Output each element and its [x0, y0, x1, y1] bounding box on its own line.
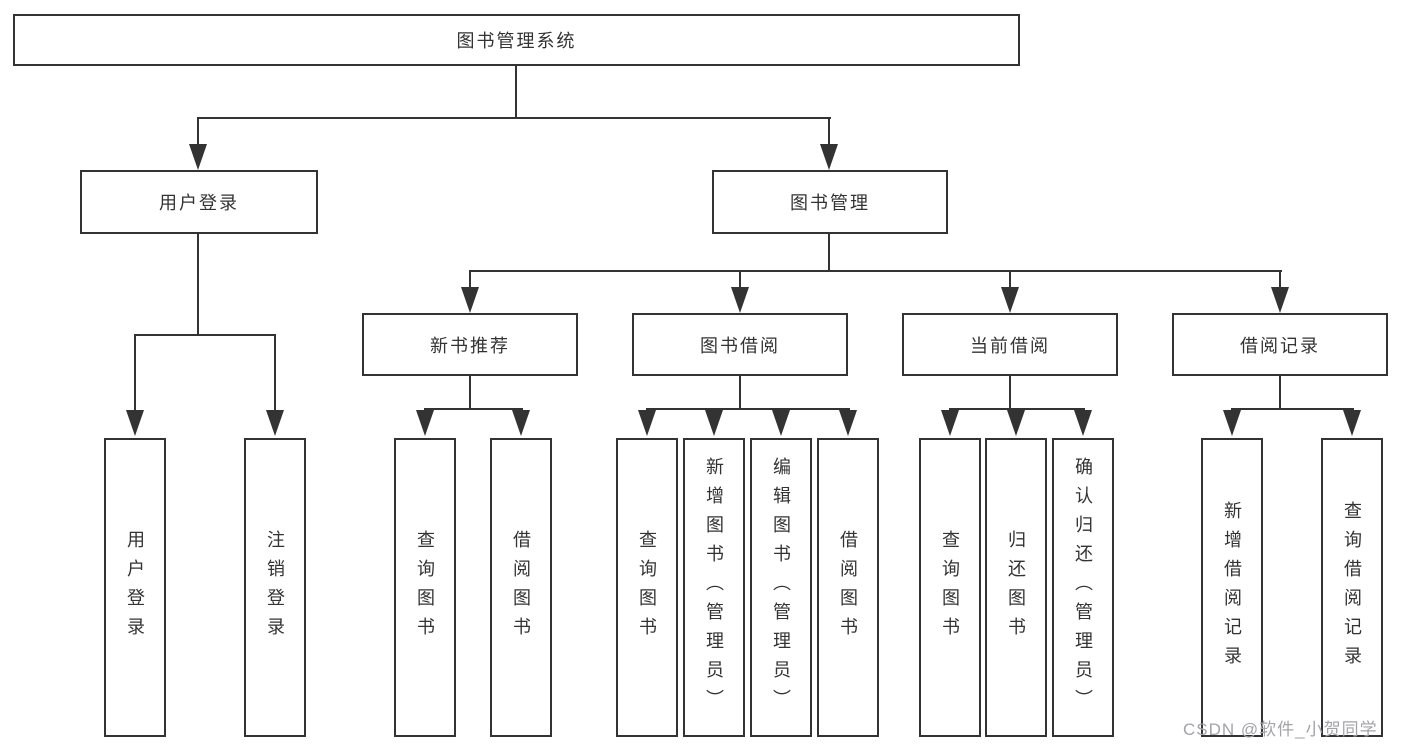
connector-level3-split: [469, 270, 1282, 272]
leaf-borrow-book-borrowing: 借阅图书: [817, 438, 879, 737]
node-label: 新书推荐: [430, 335, 510, 356]
leaf-user-login: 用户登录: [104, 438, 166, 737]
leaf-query-borrow-record: 查询借阅记录: [1321, 438, 1383, 737]
connector-root-stem: [515, 66, 517, 118]
connector-current-borrowing-children-split: [949, 408, 1085, 410]
node-new-book-recommend: 新书推荐: [362, 313, 578, 376]
connector-new-book-stem: [469, 376, 471, 410]
leaf-logout: 注销登录: [244, 438, 306, 737]
connector-book-borrowing-stub: [739, 270, 741, 290]
arrow-to-leaf-return-book: [1007, 410, 1025, 436]
leaf-label: 查询借阅记录: [1342, 500, 1362, 675]
arrow-to-book-management: [820, 144, 838, 170]
node-label: 图书管理系统: [456, 31, 577, 51]
connector-user-login-stem: [197, 234, 199, 336]
arrow-to-leaf-confirm-return-admin: [1074, 410, 1092, 436]
leaf-label: 注销登录: [265, 529, 285, 646]
node-library-management-system: 图书管理系统: [13, 14, 1020, 66]
arrow-to-leaf-edit-book-admin: [772, 410, 790, 436]
node-book-management: 图书管理: [712, 170, 948, 234]
connector-borrow-records-stub: [1279, 270, 1281, 290]
leaf-query-book-borrowing: 查询图书: [616, 438, 678, 737]
connector-borrow-records-stem: [1279, 376, 1281, 410]
leaf-label: 借阅图书: [511, 529, 531, 646]
node-label: 图书借阅: [700, 335, 780, 356]
arrow-to-leaf-query-borrow-record: [1343, 410, 1361, 436]
leaf-label: 归还图书: [1006, 529, 1026, 646]
arrow-to-new-book-recommend: [461, 287, 479, 313]
arrow-to-user-login: [189, 144, 207, 170]
arrow-to-current-borrowing: [1001, 287, 1019, 313]
leaf-label: 新增借阅记录: [1222, 500, 1242, 675]
arrow-to-leaf-add-borrow-record: [1223, 410, 1241, 436]
arrow-to-leaf-add-book-admin: [705, 410, 723, 436]
connector-book-management-stub: [828, 117, 830, 147]
arrow-to-leaf-logout: [266, 410, 284, 436]
leaf-label: 查询图书: [415, 529, 435, 646]
node-user-login: 用户登录: [80, 170, 318, 234]
node-label: 图书管理: [790, 193, 870, 213]
leaf-borrow-book-recommend: 借阅图书: [490, 438, 552, 737]
csdn-watermark: CSDN @软件_小贺同学: [1183, 720, 1378, 739]
leaf-query-book-current: 查询图书: [919, 438, 981, 737]
connector-borrow-records-children-split: [1231, 408, 1354, 410]
leaf-confirm-return-admin: 确认归还（管理员）: [1052, 438, 1114, 737]
connector-new-book-stub: [469, 270, 471, 290]
leaf-label: 用户登录: [125, 529, 145, 646]
leaf-query-book-recommend: 查询图书: [394, 438, 456, 737]
connector-user-login-children-split: [134, 334, 276, 336]
node-label: 当前借阅: [970, 335, 1050, 356]
node-borrow-records: 借阅记录: [1172, 313, 1388, 376]
arrow-to-leaf-query-book-current: [941, 410, 959, 436]
connector-current-borrowing-stem: [1009, 376, 1011, 410]
leaf-add-book-admin: 新增图书（管理员）: [683, 438, 745, 737]
connector-leaf-logout-stub: [274, 334, 276, 412]
leaf-add-borrow-record: 新增借阅记录: [1201, 438, 1263, 737]
node-label: 用户登录: [159, 193, 239, 213]
leaf-label: 查询图书: [637, 529, 657, 646]
connector-leaf-user-login-stub: [134, 334, 136, 412]
arrow-to-leaf-borrow-book-borrowing: [839, 410, 857, 436]
leaf-label: 新增图书（管理员）: [704, 457, 724, 718]
connector-current-borrowing-stub: [1009, 270, 1011, 290]
arrow-to-leaf-borrow-book-recommend: [512, 410, 530, 436]
leaf-edit-book-admin: 编辑图书（管理员）: [750, 438, 812, 737]
arrow-to-book-borrowing: [731, 287, 749, 313]
leaf-label: 查询图书: [940, 529, 960, 646]
node-label: 借阅记录: [1240, 335, 1320, 356]
leaf-label: 编辑图书（管理员）: [771, 457, 791, 718]
arrow-to-leaf-query-book-recommend: [416, 410, 434, 436]
leaf-label: 借阅图书: [838, 529, 858, 646]
connector-book-borrowing-children-split: [646, 408, 850, 410]
arrow-to-leaf-query-book-borrowing: [638, 410, 656, 436]
connector-new-book-children-split: [424, 408, 523, 410]
node-current-borrowing: 当前借阅: [902, 313, 1118, 376]
connector-book-management-stem: [828, 234, 830, 272]
arrow-to-borrow-records: [1271, 287, 1289, 313]
connector-user-login-stub: [197, 117, 199, 147]
leaf-label: 确认归还（管理员）: [1073, 457, 1093, 718]
connector-book-borrowing-stem: [739, 376, 741, 410]
arrow-to-leaf-user-login: [126, 410, 144, 436]
connector-level2-split: [197, 117, 831, 119]
node-book-borrowing: 图书借阅: [632, 313, 848, 376]
leaf-return-book: 归还图书: [985, 438, 1047, 737]
